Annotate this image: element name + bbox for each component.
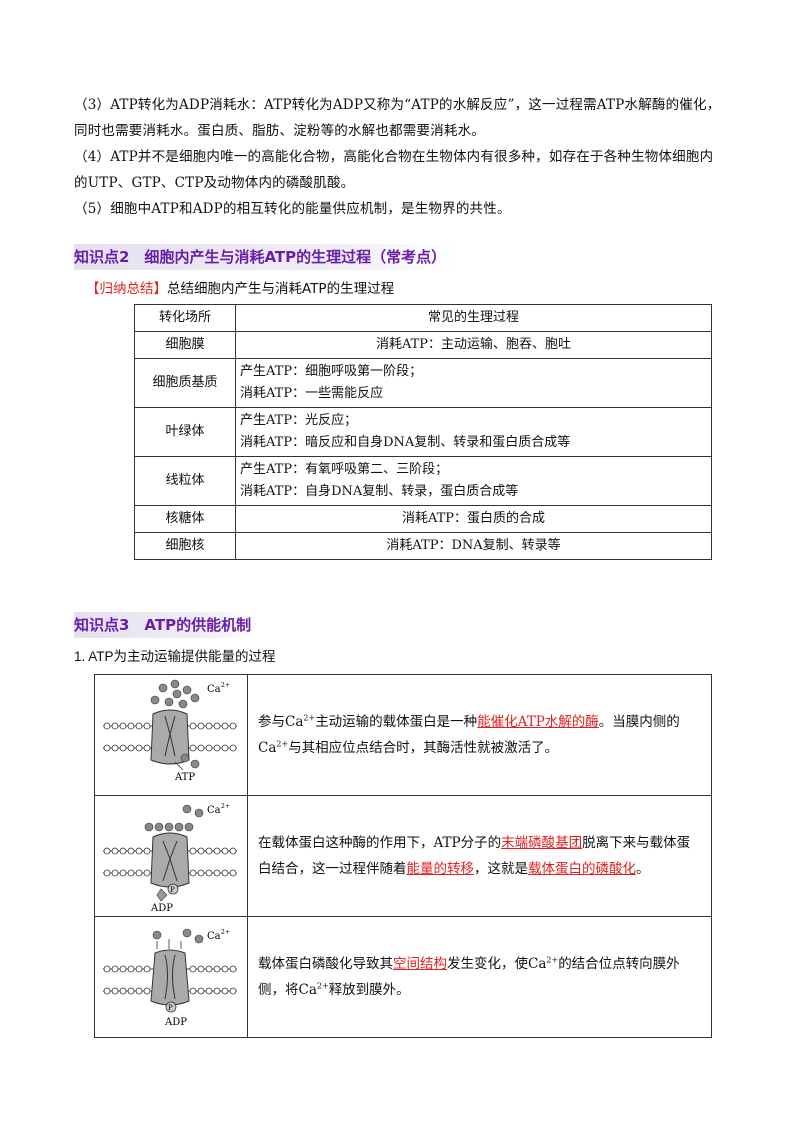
table-cell-site: 细胞核	[134, 532, 236, 560]
section-3-subtitle: 1. ATP为主动运输提供能量的过程	[74, 649, 276, 664]
highlight-phosphorylation: 载体蛋白的磷酸化	[528, 861, 636, 877]
table-cell-site: 线粒体	[134, 456, 236, 506]
table-cell-process: 消耗ATP：主动运输、胞吞、胞吐	[235, 331, 712, 359]
table-row: Ca 2+ P ADP 载体蛋白磷酸化	[94, 916, 712, 1038]
ion-charge: 2+	[221, 682, 230, 689]
table-row: 细胞质基质 产生ATP：细胞呼吸第一阶段； 消耗ATP：一些需能反应	[134, 358, 712, 408]
table-row: 核糖体 消耗ATP：蛋白质的合成	[134, 505, 712, 533]
section-2-title: 知识点2 细胞内产生与消耗ATP的生理过程（常考点）	[74, 244, 455, 270]
membrane-diagram-step3: Ca 2+ P ADP	[103, 928, 237, 1028]
table-row: 细胞膜 消耗ATP：主动运输、胞吞、胞吐	[134, 331, 712, 359]
table-cell-process: 消耗ATP：蛋白质的合成	[235, 505, 712, 533]
summary-text: 总结细胞内产生与消耗ATP的生理过程	[167, 281, 395, 297]
table-row: 细胞核 消耗ATP：DNA复制、转录等	[134, 532, 712, 560]
summary-heading: 【归纳总结】总结细胞内产生与消耗ATP的生理过程	[86, 278, 724, 300]
table-cell-process: 消耗ATP：DNA复制、转录等	[235, 532, 712, 560]
adp-label: ADP	[164, 1017, 187, 1028]
step-2-text: 在载体蛋白这种酶的作用下，ATP分子的末端磷酸基团脱离下来与载体蛋白结合，这一过…	[247, 795, 712, 917]
ion-label: Ca	[207, 805, 221, 816]
section-3-title: 知识点3 ATP的供能机制	[74, 612, 260, 638]
paragraph-3: （3）ATP转化为ADP消耗水：ATP转化为ADP又称为“ATP的水解反应”，这…	[74, 97, 721, 139]
phosphate-label: P	[168, 1004, 173, 1012]
table-header-row: 转化场所 常见的生理过程	[134, 304, 712, 332]
table-cell-site: 核糖体	[134, 505, 236, 533]
membrane-diagram-cell: Ca 2+ P ADP	[94, 795, 248, 917]
table-cell-site: 细胞膜	[134, 331, 236, 359]
atp-label: ATP	[174, 772, 195, 783]
table-header-site: 转化场所	[134, 304, 236, 332]
step-3-text: 载体蛋白磷酸化导致其空间结构发生变化，使Ca2+的结合位点转向膜外侧，将Ca2+…	[247, 916, 712, 1038]
membrane-diagram-step2: Ca 2+ P ADP	[103, 803, 237, 914]
step-1-text: 参与Ca2+主动运输的载体蛋白是一种能催化ATP水解的酶。当膜内侧的Ca2+与其…	[247, 674, 712, 796]
highlight-energy-transfer: 能量的转移	[406, 861, 475, 877]
ion-label: Ca	[207, 931, 221, 942]
table-cell-process: 产生ATP：光反应； 消耗ATP：暗反应和自身DNA复制、转录和蛋白质合成等	[235, 407, 712, 457]
table-cell-site: 细胞质基质	[134, 358, 236, 408]
highlight-spatial-structure: 空间结构	[393, 956, 447, 972]
highlight-phosphate-group: 末端磷酸基团	[501, 835, 583, 851]
ion-charge: 2+	[221, 803, 230, 810]
table-header-process: 常见的生理过程	[235, 304, 712, 332]
membrane-diagram-cell: Ca 2+	[94, 674, 248, 796]
table-row: 线粒体 产生ATP：有氧呼吸第二、三阶段； 消耗ATP：自身DNA复制、转录，蛋…	[134, 456, 712, 506]
table-cell-process: 产生ATP：有氧呼吸第二、三阶段； 消耗ATP：自身DNA复制、转录，蛋白质合成…	[235, 456, 712, 506]
paragraph-4: （4）ATP并不是细胞内唯一的高能化合物，高能化合物在生物体内有很多种，如存在于…	[74, 149, 714, 191]
table-row: Ca 2+ P ADP	[94, 795, 712, 917]
adp-label: ADP	[150, 903, 173, 914]
page-content: （3）ATP转化为ADP消耗水：ATP转化为ADP又称为“ATP的水解反应”，这…	[74, 92, 724, 1038]
paragraph-5: （5）细胞中ATP和ADP的相互转化的能量供应机制，是生物界的共性。	[74, 201, 511, 217]
phosphate-label: P	[170, 886, 175, 894]
highlight-enzyme: 能催化ATP水解的酶	[477, 714, 599, 730]
membrane-diagram-cell: Ca 2+ P ADP	[94, 916, 248, 1038]
table-row: 叶绿体 产生ATP：光反应； 消耗ATP：暗反应和自身DNA复制、转录和蛋白质合…	[134, 407, 712, 457]
table-cell-process: 产生ATP：细胞呼吸第一阶段； 消耗ATP：一些需能反应	[235, 358, 712, 408]
summary-tag: 【归纳总结】	[86, 281, 167, 297]
ion-label: Ca	[207, 684, 221, 695]
atp-transport-table: Ca 2+	[94, 674, 712, 1038]
ion-charge: 2+	[221, 929, 230, 936]
membrane-diagram-step1: Ca 2+	[103, 679, 237, 783]
table-cell-site: 叶绿体	[134, 407, 236, 457]
carrier-protein-shape	[150, 709, 190, 765]
table-row: Ca 2+	[94, 674, 712, 796]
atp-process-table: 转化场所 常见的生理过程 细胞膜 消耗ATP：主动运输、胞吞、胞吐 细胞质基质 …	[134, 304, 712, 560]
